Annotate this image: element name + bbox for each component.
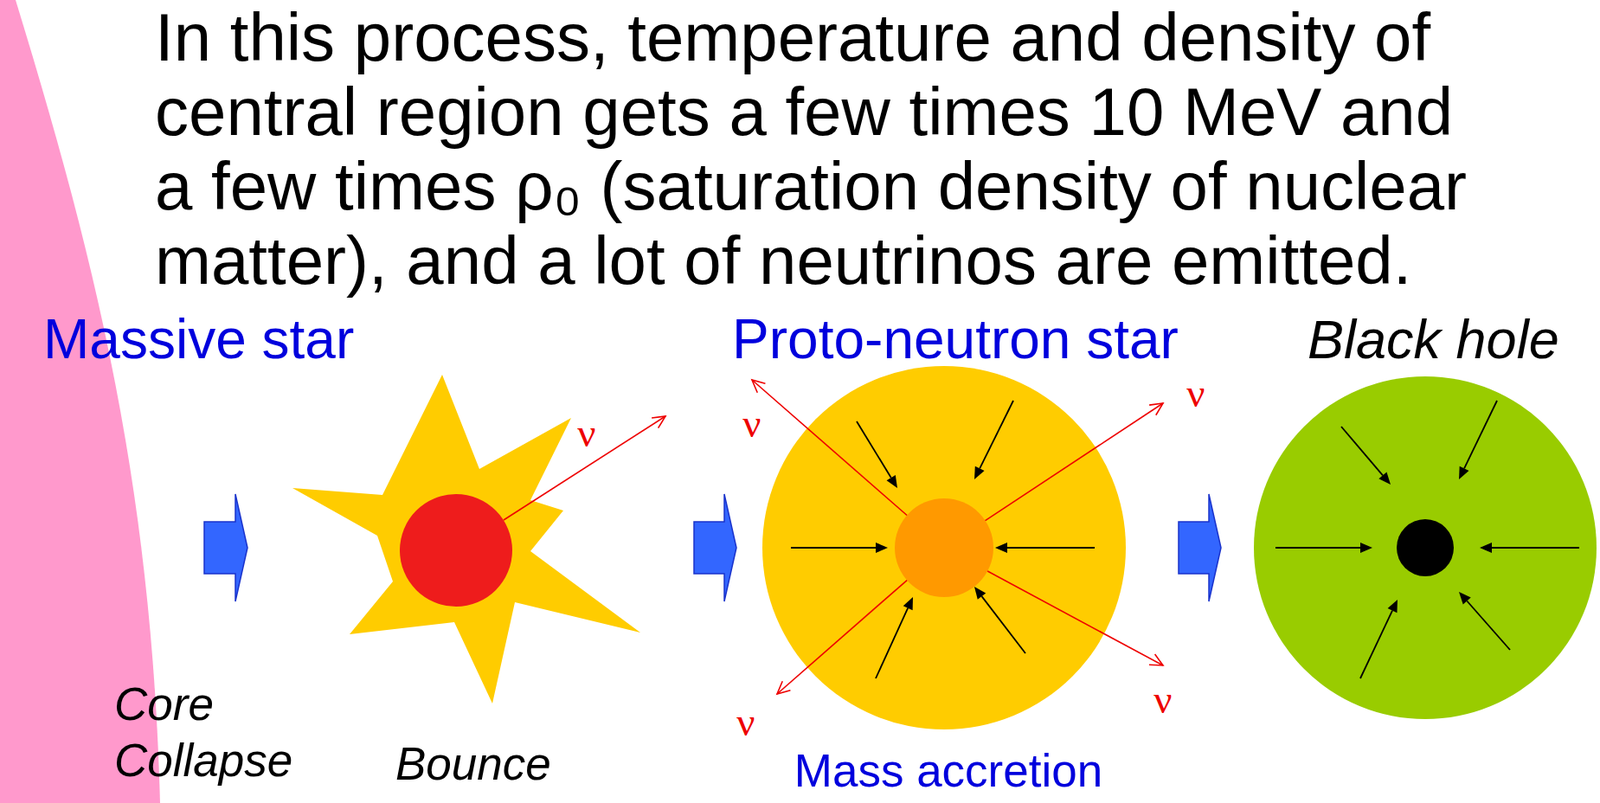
neutrino-arrow [985, 403, 1164, 521]
neutrino-arrowhead [1149, 403, 1164, 416]
accretion-arrow [790, 546, 876, 549]
node-outline [736, 294, 1179, 803]
accretion-arrowhead [1458, 591, 1472, 605]
core-circle [399, 494, 513, 607]
neutrino-symbol: ν [1186, 372, 1205, 414]
accretion-arrowhead [1479, 542, 1492, 553]
neutrino-arrow [777, 580, 907, 694]
accretion-arrow [1341, 426, 1383, 476]
stage-caption: Mass accretion [794, 742, 1103, 799]
accretion-arrowhead [1387, 599, 1398, 613]
proto-neutron-star-core [894, 498, 994, 598]
accretion-arrow [1491, 546, 1580, 549]
black-hole-core [1396, 519, 1454, 577]
accretion-arrowhead [1378, 471, 1391, 485]
node-outline [247, 294, 694, 803]
accretion-arrow [1466, 601, 1511, 650]
neutrino-symbol: ν [1153, 679, 1172, 720]
bounce-star: Bounce [247, 294, 694, 803]
neutrino-arrowhead [751, 379, 765, 393]
accretion-arrow [1007, 546, 1095, 549]
accretion-arrowhead [1360, 542, 1373, 553]
neutrino-arrowhead [651, 416, 666, 429]
node-outline [1220, 294, 1600, 803]
process-arrow [1178, 494, 1221, 602]
accretion-arrow [982, 596, 1026, 654]
neutrino-arrowhead [777, 681, 791, 694]
neutrino-arrowhead [1149, 654, 1164, 666]
accretion-arrow [1464, 400, 1498, 469]
neutrino-symbol: ν [577, 412, 596, 454]
accretion-arrowhead [903, 597, 913, 611]
accretion-arrowhead [974, 586, 986, 600]
black-hole: Black hole [1220, 294, 1600, 803]
accretion-arrow [875, 608, 908, 679]
accretion-arrowhead [995, 542, 1008, 553]
accretion-arrow [979, 400, 1014, 469]
proto-neutron-star-body [762, 366, 1126, 730]
black-hole-body [1253, 376, 1597, 720]
accretion-arrow [856, 421, 892, 478]
neutrino-symbol: ν [736, 701, 755, 743]
stage-heading: Proto-neutron star [732, 307, 1179, 372]
accretion-arrowhead [875, 542, 888, 553]
bounce-burst [292, 374, 641, 704]
accretion-arrowhead [1458, 466, 1469, 480]
neutrino-arrow [987, 571, 1164, 666]
stage-caption: Bounce [395, 735, 552, 792]
proto-neutron-star: Proto-neutron starMass accretion [736, 294, 1179, 803]
accretion-arrow [1360, 610, 1393, 679]
stage-heading: Black hole [1307, 307, 1560, 372]
body-text: In this process, temperature and density… [154, 0, 1497, 298]
accretion-arrowhead [886, 475, 898, 489]
process-arrow [693, 494, 737, 602]
accretion-arrowhead [974, 466, 985, 480]
neutrino-arrow [751, 379, 907, 515]
process-arrow [204, 494, 248, 602]
neutrino-symbol: ν [742, 403, 761, 444]
accretion-arrow [1275, 546, 1361, 549]
stage-heading: Massive star [43, 307, 354, 372]
stage-caption: Core Collapse [114, 675, 314, 789]
